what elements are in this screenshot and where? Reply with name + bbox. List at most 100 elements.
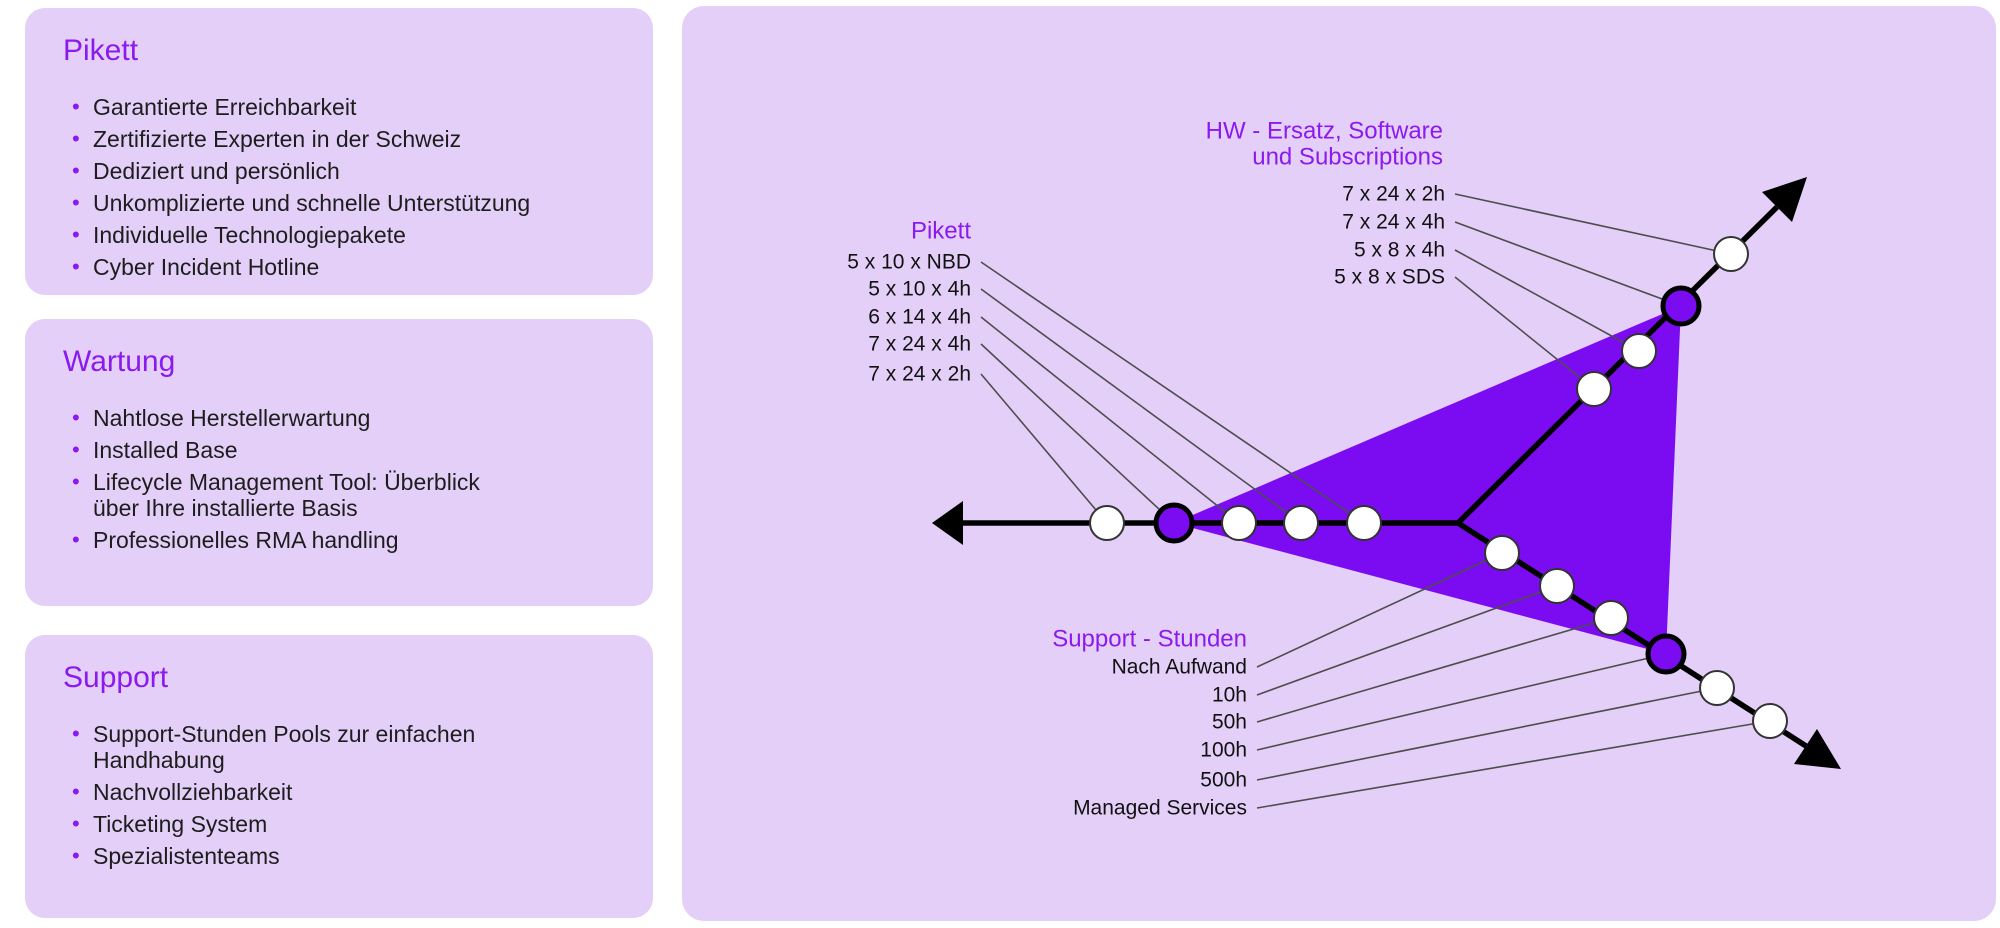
option-point	[1089, 505, 1125, 541]
axis-arrowhead-support	[1794, 729, 1841, 769]
option-point	[1221, 505, 1257, 541]
axis-option-label: 500h	[1200, 769, 1247, 792]
bullet-line: Ticketing System	[93, 811, 268, 837]
bullet-line: Garantierte Erreichbarkeit	[93, 94, 357, 120]
axis-option-label: 5 x 8 x 4h	[1354, 239, 1445, 262]
option-point-selected	[1645, 633, 1687, 675]
bullet-dot-icon: •	[72, 126, 80, 151]
panel-title: Support	[63, 661, 169, 694]
bullet-line: Zertifizierte Experten in der Schweiz	[93, 126, 462, 152]
bullet-item: • Individuelle Technologiepakete	[72, 222, 653, 248]
leader-line	[1454, 249, 1640, 352]
axis-option-label: 7 x 24 x 2h	[1342, 183, 1445, 206]
axis-title-support: Support - Stunden	[1052, 626, 1247, 653]
axis-option-label: 100h	[1200, 739, 1247, 762]
axis-option-label: 7 x 24 x 4h	[1342, 211, 1445, 234]
axis-option-label: 7 x 24 x 4h	[868, 333, 971, 356]
option-point-selected	[1660, 285, 1702, 327]
leader-line	[980, 343, 1175, 524]
bullet-item: • Cyber Incident Hotline	[72, 254, 653, 280]
axis-option-label: 5 x 10 x NBD	[847, 251, 971, 274]
option-point	[1346, 505, 1382, 541]
axis-option-label: 5 x 8 x SDS	[1334, 266, 1445, 289]
bullet-line: Professionelles RMA handling	[93, 527, 399, 553]
selection-triangle	[1174, 306, 1681, 654]
axis-option-label: 50h	[1212, 711, 1247, 734]
leader-line	[1454, 276, 1595, 390]
leader-line	[980, 288, 1302, 524]
bullet-item: • Garantierte Erreichbarkeit	[72, 94, 653, 120]
leader-line	[1256, 720, 1771, 809]
leader-line	[980, 373, 1108, 524]
bullet-line: über Ihre installierte Basis	[93, 495, 358, 521]
axis-arrowhead-pikett	[932, 501, 963, 545]
bullet-dot-icon: •	[72, 527, 80, 552]
bullet-item: • Professionelles RMA handling	[72, 527, 653, 553]
axis-option-label: Nach Aufwand	[1112, 656, 1247, 679]
option-point	[1713, 236, 1749, 272]
axis-title-pikett: Pikett	[911, 218, 971, 245]
bullet-item: • Installed Base	[72, 437, 653, 463]
bullet-item: • Zertifizierte Experten in der Schweiz	[72, 126, 653, 152]
bullet-item: • Dediziert und persönlich	[72, 158, 653, 184]
bullet-dot-icon: •	[72, 811, 80, 836]
bullet-line: Installed Base	[93, 437, 238, 463]
bullet-line: Support-Stunden Pools zur einfachen	[93, 721, 476, 747]
option-point	[1621, 333, 1657, 369]
bullet-dot-icon: •	[72, 437, 80, 462]
bullet-dot-icon: •	[72, 405, 80, 430]
bullet-dot-icon: •	[72, 94, 80, 119]
bullet-dot-icon: •	[72, 721, 80, 746]
axis-option-label: Managed Services	[1073, 797, 1247, 820]
panel-title: Wartung	[63, 345, 176, 378]
bullet-line: Dediziert und persönlich	[93, 158, 340, 184]
option-point	[1484, 535, 1520, 571]
bullet-dot-icon: •	[72, 158, 80, 183]
leader-line	[1256, 552, 1503, 668]
option-point	[1539, 568, 1575, 604]
bullet-line: Nahtlose Herstellerwartung	[93, 405, 371, 431]
panel-pikett: Pikett • Garantierte Erreichbarkeit • Zerti…	[25, 8, 653, 295]
bullet-dot-icon: •	[72, 222, 80, 247]
leader-line	[980, 261, 1365, 524]
bullet-list: • Garantierte Erreichbarkeit • Zertifiziert…	[72, 94, 653, 280]
bullet-item: •Nachvollziehbarkeit	[72, 779, 653, 805]
axis-option-label: 7 x 24 x 2h	[868, 363, 971, 386]
bullet-line: Cyber Incident Hotline	[93, 254, 320, 280]
bullet-line: Lifecycle Management Tool: Überblick	[93, 469, 480, 495]
option-point	[1593, 600, 1629, 636]
leader-line	[1256, 617, 1612, 723]
bullet-item: • Ticketing System	[72, 811, 653, 837]
leader-line	[1454, 193, 1732, 255]
bullet-dot-icon: •	[72, 779, 80, 804]
bullet-dot-icon: •	[72, 843, 80, 868]
axis-title-hw: HW - Ersatz, Software	[1206, 118, 1443, 145]
bullet-line: Unkomplizierte und schnelle Unterstützun…	[93, 190, 531, 216]
bullet-dot-icon: •	[72, 254, 80, 279]
axis-option-label: 6 x 14 x 4h	[868, 306, 971, 329]
leader-line	[1256, 687, 1718, 781]
option-point	[1699, 670, 1735, 706]
leader-line	[980, 316, 1240, 524]
bullet-list: • Nahtlose Herstellerwartung • Installed Ba…	[72, 405, 653, 553]
bullet-dot-icon: •	[72, 469, 80, 494]
leader-line	[1256, 653, 1667, 751]
axis-arrowhead-hw	[1762, 177, 1807, 222]
bullet-item: • Nahtlose Herstellerwartung	[72, 405, 653, 431]
panel-title: Pikett	[63, 34, 139, 67]
option-point	[1283, 505, 1319, 541]
bullet-dot-icon: •	[72, 190, 80, 215]
bullet-line: Individuelle Technologiepakete	[93, 222, 406, 248]
bullet-line: Handhabung	[93, 747, 225, 773]
axis-option-label: 10h	[1212, 684, 1247, 707]
bullet-item: •Spezialistenteams	[72, 843, 653, 869]
axis-option-label: 5 x 10 x 4h	[868, 278, 971, 301]
axis-title-hw: und Subscriptions	[1252, 144, 1443, 171]
leader-line	[1256, 585, 1558, 696]
leader-line	[1454, 221, 1682, 307]
